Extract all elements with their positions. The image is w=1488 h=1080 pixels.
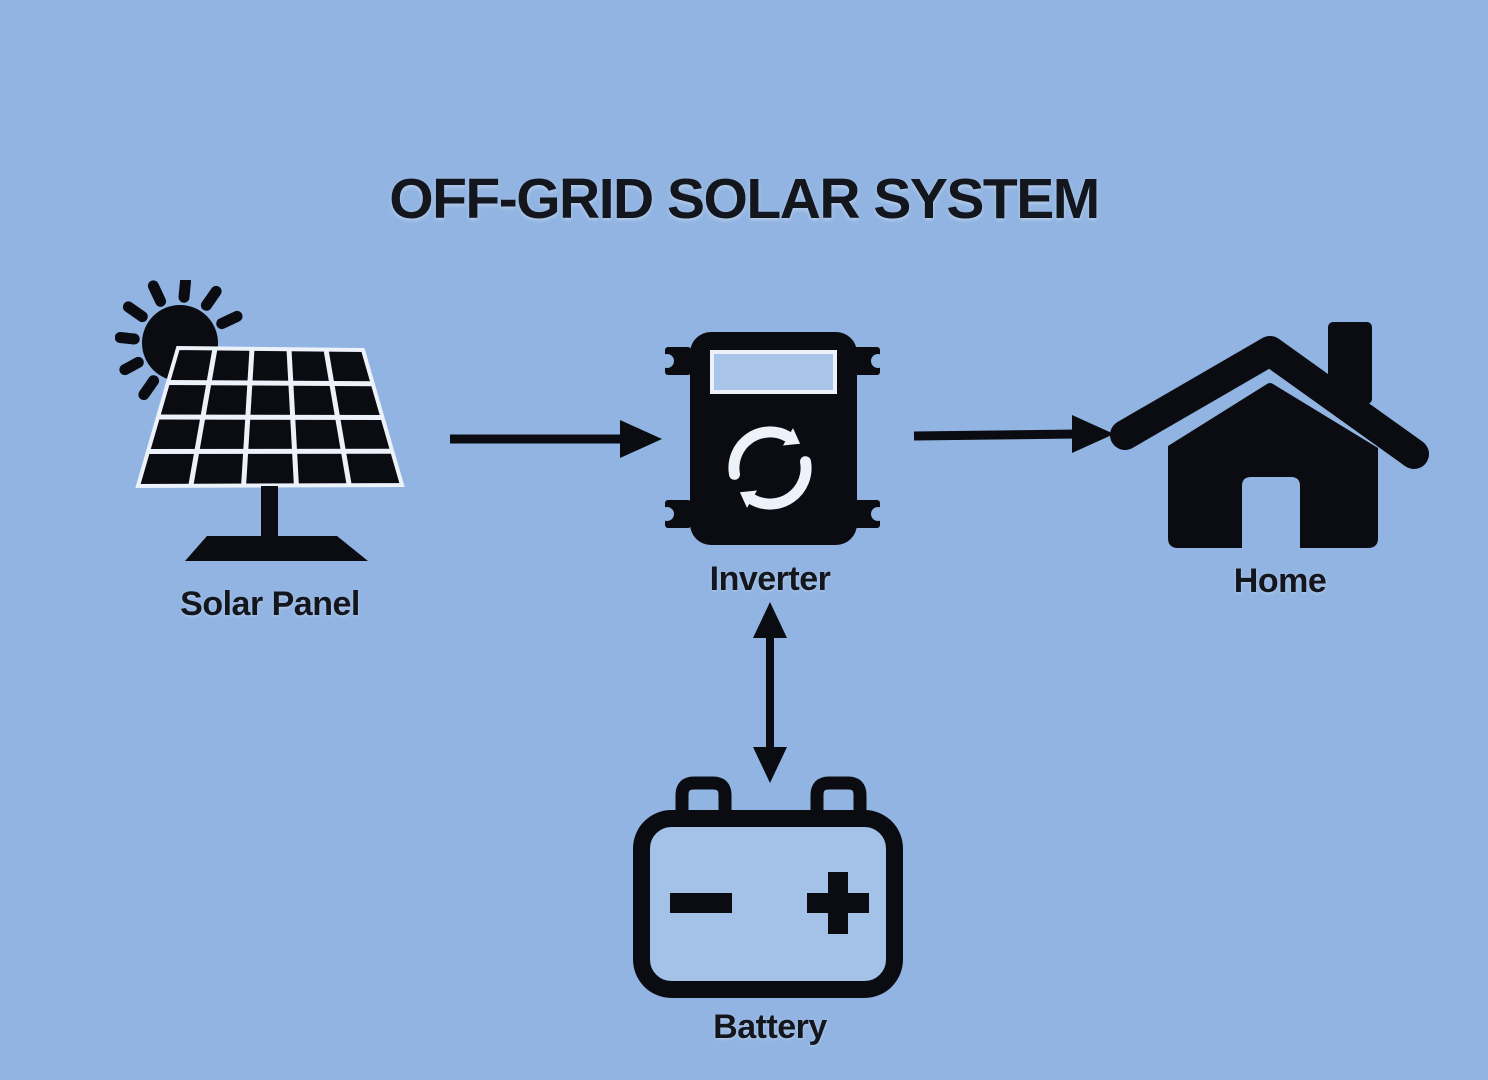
battery-terminal-positive [810,776,867,815]
arrow-inverter-battery-bidirectional [753,602,787,783]
inverter-display [710,350,837,394]
home-label: Home [1233,562,1327,600]
arrow-inverter-to-home [913,415,1114,453]
house-body [1168,383,1378,548]
panel-grid [135,345,405,489]
battery-icon [633,776,903,998]
inverter-label: Inverter [709,560,831,598]
solar-panel-icon [115,280,405,561]
roof [1110,336,1429,469]
plus-sign [807,872,869,934]
home-icon [1110,322,1429,548]
battery-body [633,810,903,998]
diagram-title: OFF-GRID SOLAR SYSTEM [389,167,1100,231]
battery-label: Battery [713,1008,827,1046]
minus-sign [670,893,732,913]
battery-terminal-negative [675,776,732,815]
panel-stand [185,486,368,561]
sync-icon [728,426,812,510]
solar-panel-label: Solar Panel [180,585,360,623]
inverter-icon [660,332,885,545]
mounting-brackets [660,347,885,528]
sun-icon [115,280,243,401]
arrow-solar-to-inverter [450,420,662,458]
